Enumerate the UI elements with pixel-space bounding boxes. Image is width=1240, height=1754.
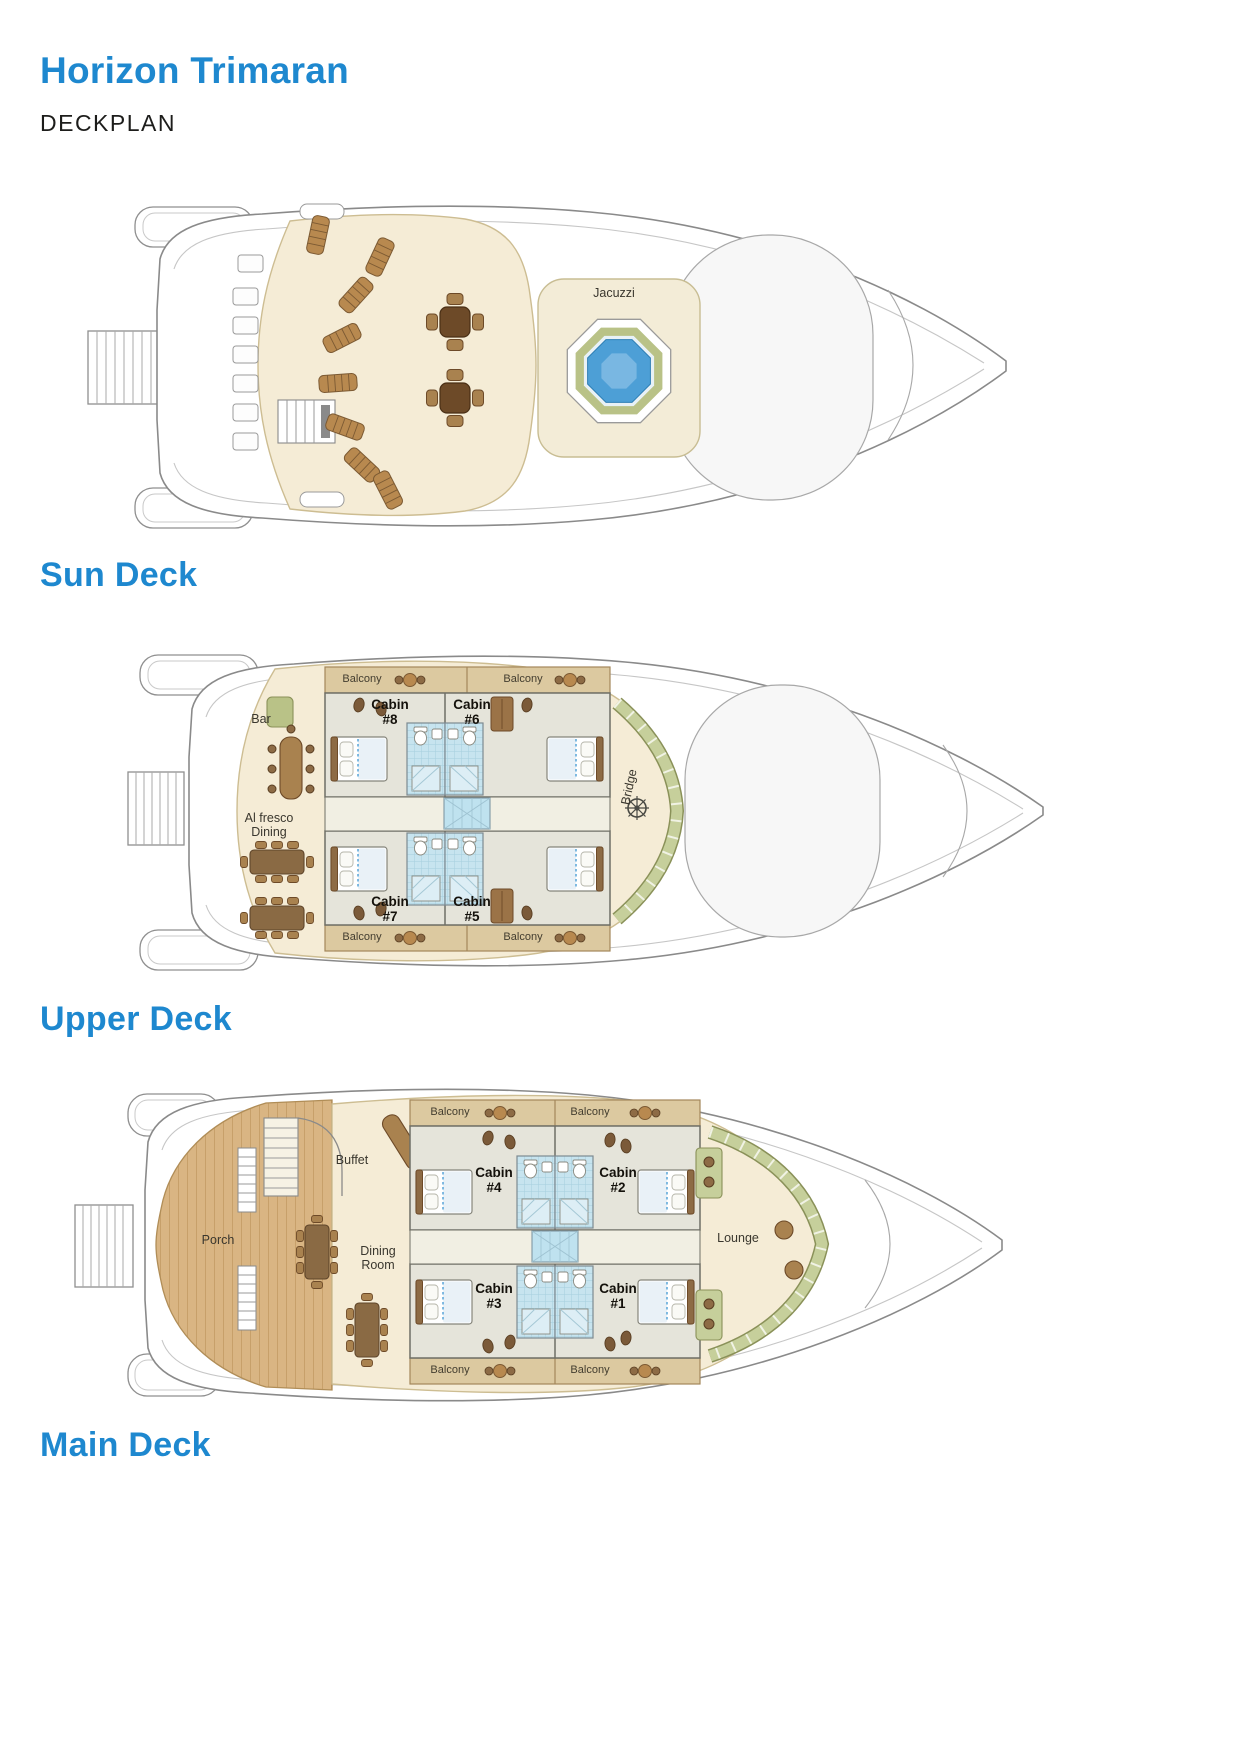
swim-platform <box>87 330 161 405</box>
balcony-label: Balcony <box>503 930 543 943</box>
bed-icon <box>637 1169 695 1215</box>
bed-icon <box>330 736 388 782</box>
stairs-icon <box>277 399 336 444</box>
bow-deck-line <box>864 1179 891 1309</box>
foredeck-structure <box>684 684 881 938</box>
bathroom-icon <box>406 722 446 796</box>
balcony-label: Balcony <box>342 930 382 943</box>
dining-room-label: Dining Room <box>360 1244 396 1272</box>
page-subtitle: DECKPLAN <box>40 110 176 136</box>
bed-icon <box>415 1279 473 1325</box>
bow-deck-line <box>942 744 968 878</box>
bed-icon <box>637 1279 695 1325</box>
sun-deck-title: Sun Deck <box>40 556 198 594</box>
swim-platform <box>74 1204 134 1288</box>
jacuzzi-label: Jacuzzi <box>593 286 635 300</box>
lounge-cabinet-icon <box>695 1289 723 1341</box>
staircase-icon <box>263 1117 343 1197</box>
lounge-table-icon <box>774 1220 794 1240</box>
cabin-7-label: Cabin #7 <box>371 893 409 924</box>
balcony-label: Balcony <box>570 1105 610 1118</box>
buffet-label: Buffet <box>335 1153 369 1167</box>
lounge-label: Lounge <box>717 1231 759 1245</box>
cabin-4-label: Cabin #4 <box>475 1164 513 1195</box>
balcony-label: Balcony <box>570 1363 610 1376</box>
cabin-5-label: Cabin #5 <box>453 893 491 924</box>
balcony-label: Balcony <box>430 1105 470 1118</box>
balcony-label: Balcony <box>342 672 382 685</box>
upper-deck-drawing <box>127 654 1044 971</box>
deck-seats <box>232 254 264 451</box>
cabin-2-label: Cabin #2 <box>599 1164 637 1195</box>
bathroom-icon <box>516 1155 556 1229</box>
balcony-label: Balcony <box>503 672 543 685</box>
upper-deck-figure: Balcony Balcony Balcony Balcony Bar Al f… <box>125 645 1055 980</box>
deck-hatch <box>299 491 345 508</box>
bed-icon <box>330 846 388 892</box>
lounge-area <box>695 1125 830 1363</box>
central-stairs-icon <box>531 1230 579 1263</box>
jacuzzi-icon <box>537 278 701 458</box>
cabin-1-label: Cabin #1 <box>599 1280 637 1311</box>
cabin-8-label: Cabin #8 <box>371 696 409 727</box>
bar-area <box>266 696 315 800</box>
bathroom-icon <box>516 1265 556 1339</box>
main-deck-figure: Balcony Balcony Balcony Balcony Porch Bu… <box>70 1080 1015 1410</box>
cabin-block <box>324 666 611 952</box>
sun-deck-figure: Jacuzzi <box>80 195 1020 540</box>
bathroom-icon <box>554 1155 594 1229</box>
porch-label: Porch <box>201 1233 235 1247</box>
page-title: Horizon Trimaran <box>40 50 350 91</box>
cabin-6-label: Cabin #6 <box>453 696 491 727</box>
bed-icon <box>546 846 604 892</box>
main-deck-drawing <box>74 1088 1003 1402</box>
sun-deck-floor <box>257 214 537 516</box>
bed-icon <box>546 736 604 782</box>
lounge-cabinet-icon <box>695 1147 723 1199</box>
cabin-block <box>409 1099 701 1385</box>
main-deck-title: Main Deck <box>40 1426 211 1464</box>
bed-icon <box>415 1169 473 1215</box>
balcony-label: Balcony <box>430 1363 470 1376</box>
lounge-table-icon <box>784 1260 804 1280</box>
swim-platform <box>127 771 185 846</box>
central-stairs-icon <box>443 797 491 830</box>
cabin-3-label: Cabin #3 <box>475 1280 513 1311</box>
sun-lounger-icon <box>317 372 359 394</box>
upper-deck-title: Upper Deck <box>40 1000 232 1038</box>
bathroom-icon <box>554 1265 594 1339</box>
alfresco-dining-label: Al fresco Dining <box>244 811 294 839</box>
bow-deck-line <box>887 289 914 441</box>
sun-deck-drawing <box>87 203 1007 529</box>
side-stairs-icon <box>237 1147 257 1331</box>
bathroom-icon <box>444 722 484 796</box>
bar-label: Bar <box>251 712 271 726</box>
